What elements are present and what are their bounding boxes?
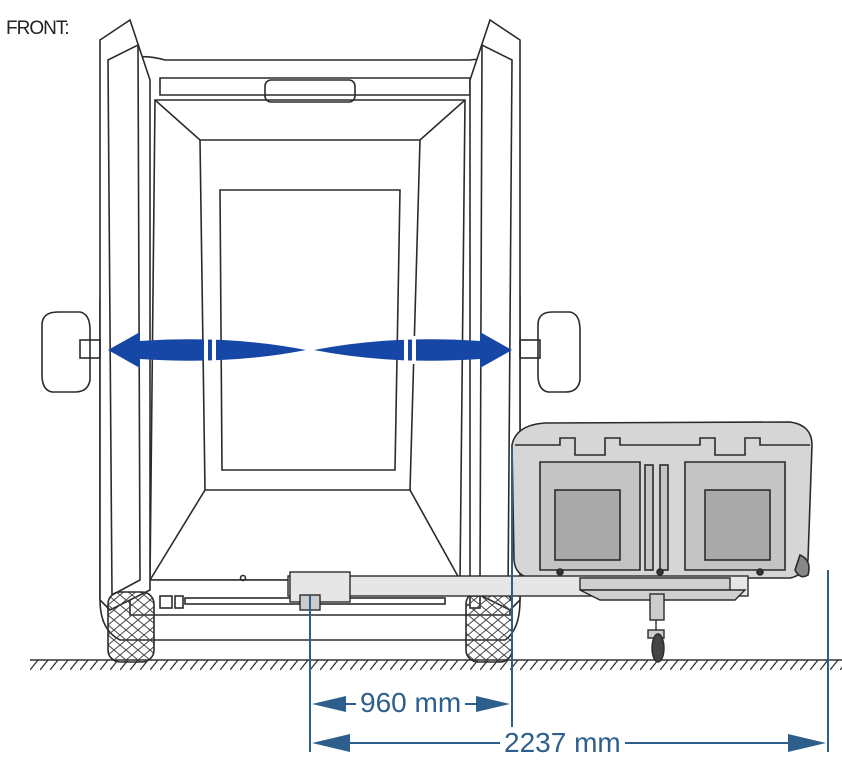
front-label: FRONT: [6,18,70,39]
double-arrow-icon [108,332,512,368]
tire-tread-icon [465,591,513,663]
left-mirror [41,311,91,393]
tire-tread-icon [107,591,155,663]
overall-width-dimension: 2237 mm [500,727,625,759]
hitch-rail [287,571,749,663]
inner-width-dimension: 960 mm [356,687,466,719]
left-rear-door [99,18,151,611]
ground [30,659,842,670]
ground-hatch-icon [30,660,842,670]
van-body [41,18,581,641]
brake-light [264,79,356,103]
right-mirror [537,311,581,393]
cargo-box [511,421,813,579]
dimension-lines [309,445,829,752]
